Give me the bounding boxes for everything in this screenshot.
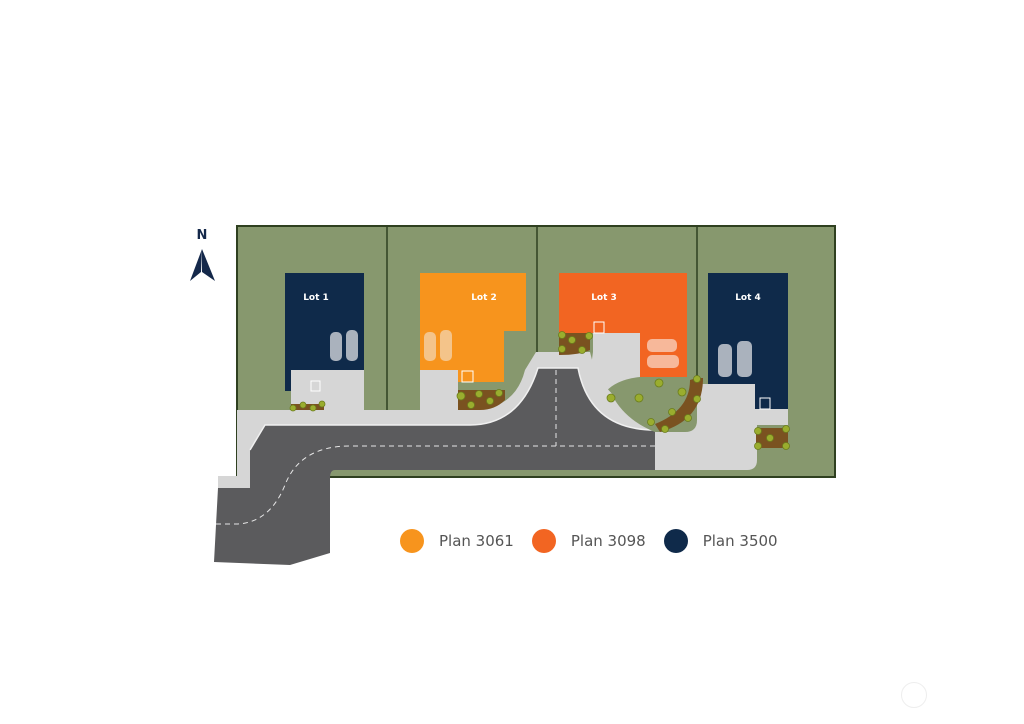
north-arrow-icon — [190, 249, 202, 281]
lot-3-label: Lot 3 — [591, 293, 617, 303]
north-arrow-icon-shade — [202, 249, 215, 281]
road-curb — [249, 367, 656, 451]
watermark-circle-icon — [901, 682, 927, 708]
road — [214, 368, 655, 565]
lot-1-label: Lot 1 — [303, 293, 329, 303]
car-icons — [330, 330, 752, 377]
road-edge-sidewalk — [218, 476, 250, 488]
legend-item-plan-3061: Plan 3061 — [400, 529, 514, 553]
legend-label: Plan 3098 — [570, 532, 646, 550]
legend-item-plan-3098: Plan 3098 — [531, 529, 646, 553]
road-centerline — [216, 445, 655, 525]
north-label: N — [197, 228, 208, 243]
plan-legend: Plan 3061 Plan 3098 Plan 3500 — [400, 529, 796, 553]
lot-2-label: Lot 2 — [471, 293, 497, 303]
legend-item-plan-3500: Plan 3500 — [663, 529, 778, 553]
legend-label: Plan 3500 — [702, 532, 778, 550]
color-swatch-icon — [531, 529, 556, 553]
color-swatch-icon — [663, 529, 688, 553]
lot-4-label: Lot 4 — [735, 293, 761, 303]
legend-label: Plan 3061 — [439, 532, 514, 550]
tree-icons — [289, 331, 790, 450]
color-swatch-icon — [400, 529, 424, 553]
